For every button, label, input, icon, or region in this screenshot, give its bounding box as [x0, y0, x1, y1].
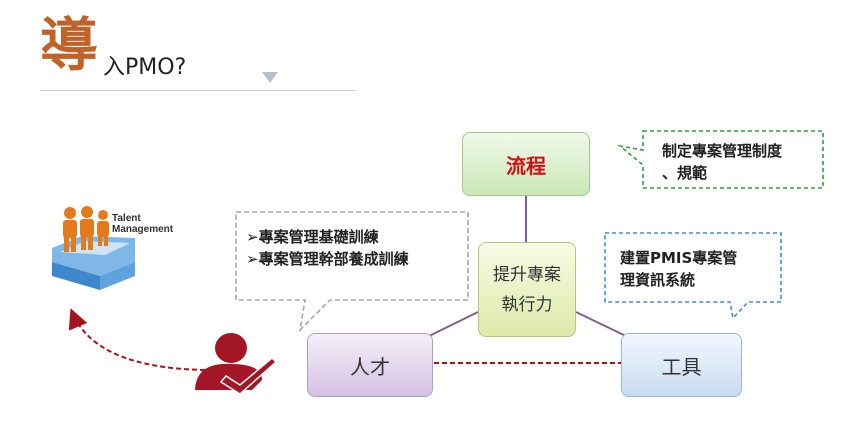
connector-center-people	[424, 311, 479, 339]
talent-label-line2: Management	[112, 224, 174, 235]
process-box: 流程	[462, 132, 590, 196]
title-divider	[40, 90, 356, 91]
dropdown-triangle-icon	[262, 72, 278, 83]
callout-tool-outline	[604, 232, 782, 320]
callout-tool-line: 理資訊系統	[620, 271, 696, 289]
callout-people-line: ➢專案管理基礎訓練	[246, 228, 379, 246]
person-check-icon	[195, 333, 278, 395]
title-initial-char: 導	[40, 11, 99, 79]
tool-box: 工具	[621, 333, 742, 397]
process-label: 流程	[506, 153, 546, 178]
connector-center-tool	[575, 311, 631, 339]
callout-people-outline	[235, 211, 469, 333]
callout-tool: 建置PMIS專案管 理資訊系統	[620, 247, 770, 291]
callout-process-outline	[617, 130, 824, 189]
talent-management-label: Talent Management	[112, 213, 173, 235]
page-title: 入PMO?	[103, 55, 187, 80]
callout-process: 制定專案管理制度 、規範	[662, 140, 822, 184]
people-box: 人才	[307, 333, 433, 397]
talent-management-icon	[52, 206, 135, 290]
center-label-line1: 提升專案	[493, 264, 561, 285]
arrow-to-talent-management	[68, 308, 206, 371]
callout-process-line: 制定專案管理制度	[662, 142, 783, 160]
talent-label-line1: Talent	[112, 213, 141, 224]
callout-process-line: 、規範	[662, 164, 708, 182]
center-goal-box: 提升專案 執行力	[478, 242, 576, 337]
center-label-line2: 執行力	[501, 294, 553, 315]
people-label: 人才	[350, 354, 390, 379]
callout-people-line: ➢專案管理幹部養成訓練	[246, 250, 409, 268]
callout-people: ➢專案管理基礎訓練 ➢專案管理幹部養成訓練	[246, 226, 466, 270]
callout-tool-line: 建置PMIS專案管	[620, 249, 738, 267]
tool-label: 工具	[661, 354, 702, 379]
